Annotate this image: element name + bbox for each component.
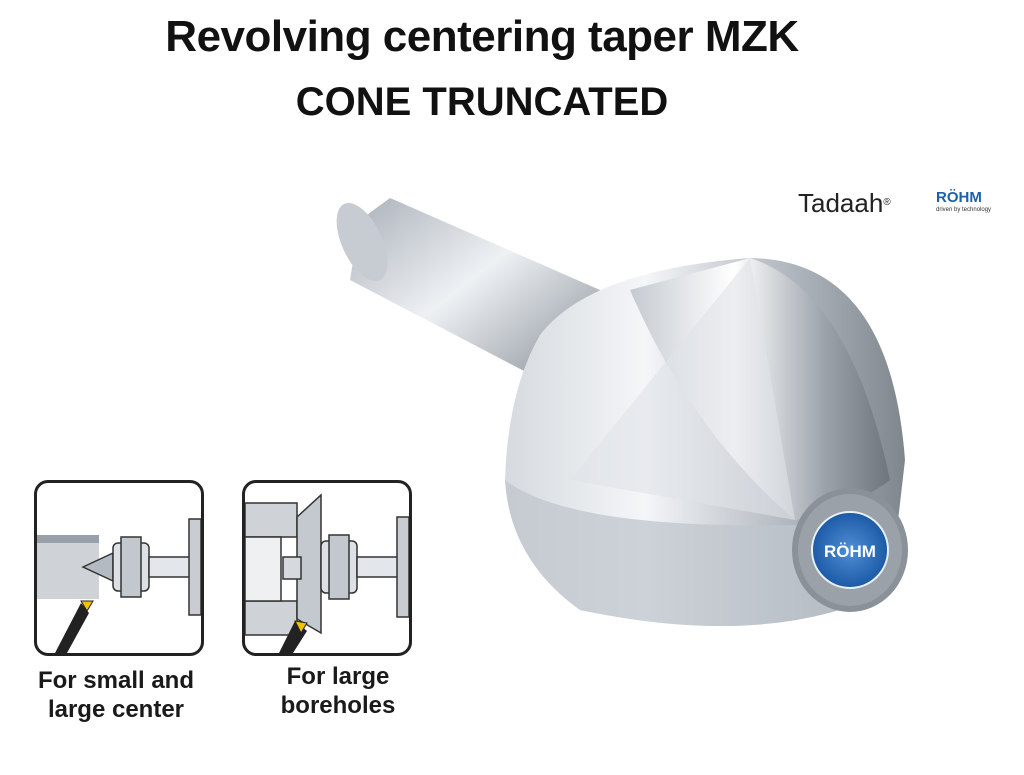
rohm-logo-text: RÖHM <box>936 189 982 206</box>
center-shank <box>148 556 201 578</box>
taper-cone <box>570 258 890 520</box>
caption-1-line-1: For small and <box>37 667 195 694</box>
tadaah-logo-text: Tadaah <box>798 188 884 218</box>
center-shank <box>356 556 409 578</box>
rohm-tagline: driven by technology <box>936 207 992 213</box>
usage-panel-small-large-center <box>34 480 204 656</box>
caption-2-line-1: For large <box>286 663 390 690</box>
borehole-diagram <box>245 493 409 653</box>
registered-mark: ® <box>883 197 891 208</box>
caption-1-line-2: large center <box>47 696 185 723</box>
rohm-logo: RÖHM driven by technology <box>936 190 1000 214</box>
caption-large-boreholes: For large boreholes <box>252 662 424 720</box>
workpiece-top <box>245 502 298 538</box>
rohm-badge-text: RÖHM <box>824 542 876 561</box>
tadaah-logo: Tadaah® <box>798 188 891 218</box>
taper-end-face: RÖHM <box>792 488 908 612</box>
cutting-tool <box>55 603 89 653</box>
title-line-1: Revolving centering taper MZK <box>165 12 799 61</box>
truncated-cone <box>296 493 322 635</box>
lathe-center-diagram <box>37 518 201 653</box>
rohm-badge <box>811 511 889 589</box>
usage-panel-large-boreholes <box>242 480 412 656</box>
workpiece-bottom <box>245 600 298 636</box>
title-line-2: CONE TRUNCATED <box>295 80 669 124</box>
centering-taper-image: RÖHM <box>336 198 908 626</box>
caption-small-large-center: For small and large center <box>14 666 218 724</box>
caption-2-line-2: boreholes <box>280 692 396 719</box>
